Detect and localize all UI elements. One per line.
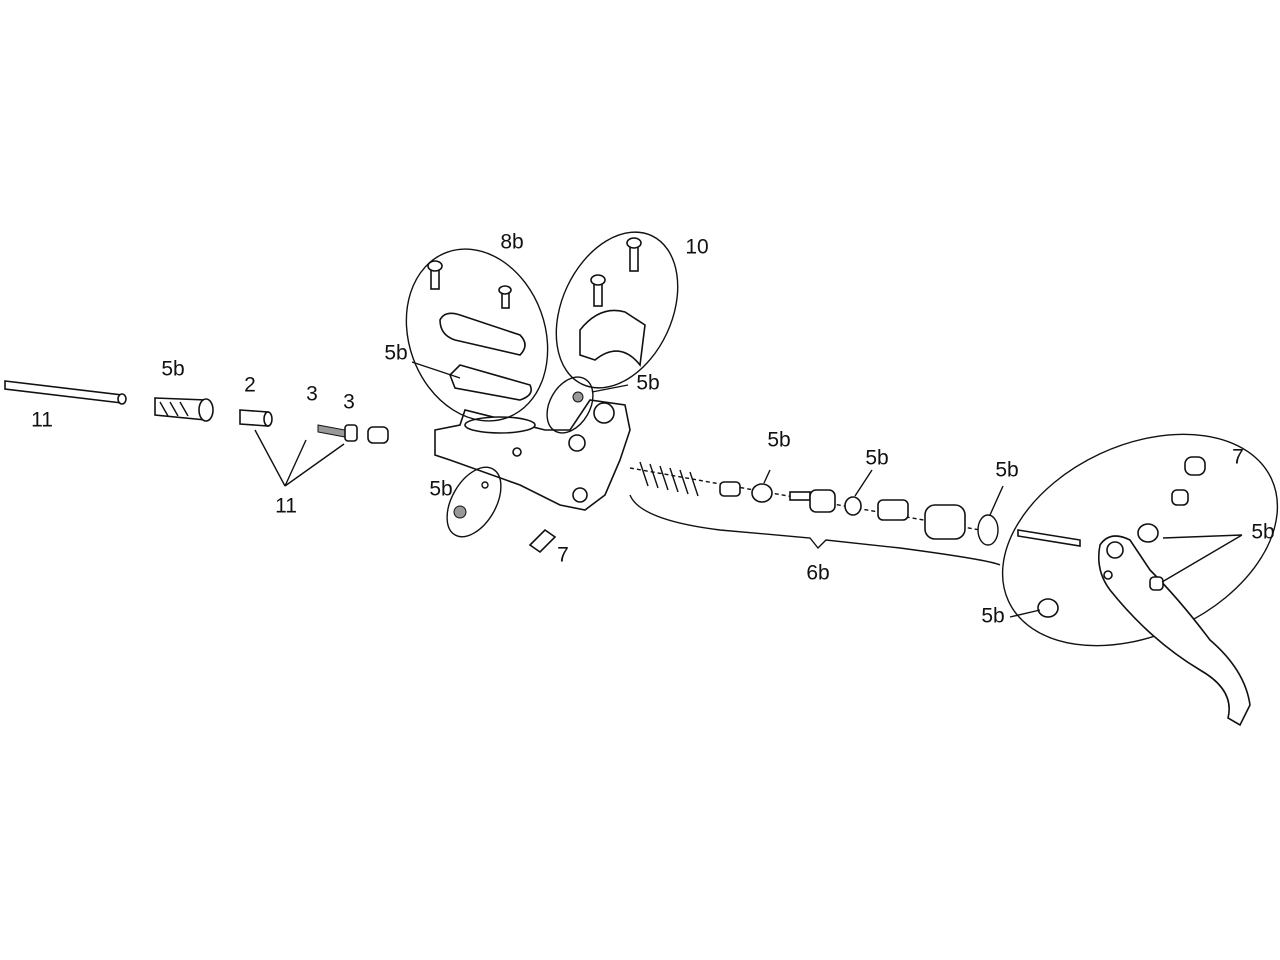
clamp-group-outline [555,231,679,389]
label-bleed-screw-top: 5b [636,372,659,395]
spring-seat-part [719,481,741,497]
label-lever-bearing: 5b [981,605,1004,628]
label-barb-cover: 5b [161,358,184,381]
circlip-part [977,514,999,546]
lever-body-part [434,399,631,511]
bleed-screw-top-outline [546,376,594,434]
hose-part [4,380,127,405]
lever-part [1017,456,1251,727]
label-piston-seal: 5b [865,447,888,470]
piston-seal-part [844,496,862,516]
leader-bleed-top [591,384,629,393]
clamp-part [579,237,646,367]
leader-diaphragm [411,361,461,379]
label-reservoir-cover-kit: 8b [500,231,523,254]
cap-part [924,504,966,540]
label-lever-kit: 7 [1232,446,1244,469]
piston-part [789,489,836,513]
label-insert-b: 3 [343,391,355,414]
label-hose: 11 [31,409,53,432]
label-piston-assembly: 6b [806,562,829,585]
bleed-screw-side-outline [446,466,502,538]
leader-piston-parts [763,469,1004,516]
bleed-screw-top-part [572,391,584,403]
leader-lever-bushings [1009,534,1243,618]
pivot-bushing-part [528,528,557,554]
insert-part [317,424,389,444]
label-piston-cup: 5b [767,429,790,452]
label-olive: 2 [244,374,256,397]
reservoir-cover-group-outline [405,248,549,422]
label-lever-bushings: 5b [1251,521,1274,544]
label-diaphragm: 5b [384,342,407,365]
bleed-screw-side-part [453,505,467,519]
label-pivot-bushing: 7 [557,544,569,567]
label-hose-kit: 11 [275,495,297,518]
leader-hose-kit [254,429,345,487]
piston-cup-part [751,483,773,503]
label-bleed-screw-side: 5b [429,478,452,501]
label-circlip: 5b [995,459,1018,482]
piston-assembly-brace [629,494,1001,566]
olive-part [239,409,273,427]
label-clamp-kit: 10 [685,236,708,259]
label-insert-a: 3 [306,383,318,406]
piston-sleeve-part [877,499,909,521]
spring-part [639,461,699,497]
reservoir-cover-part [427,260,533,401]
barb-cover-part [154,397,214,422]
